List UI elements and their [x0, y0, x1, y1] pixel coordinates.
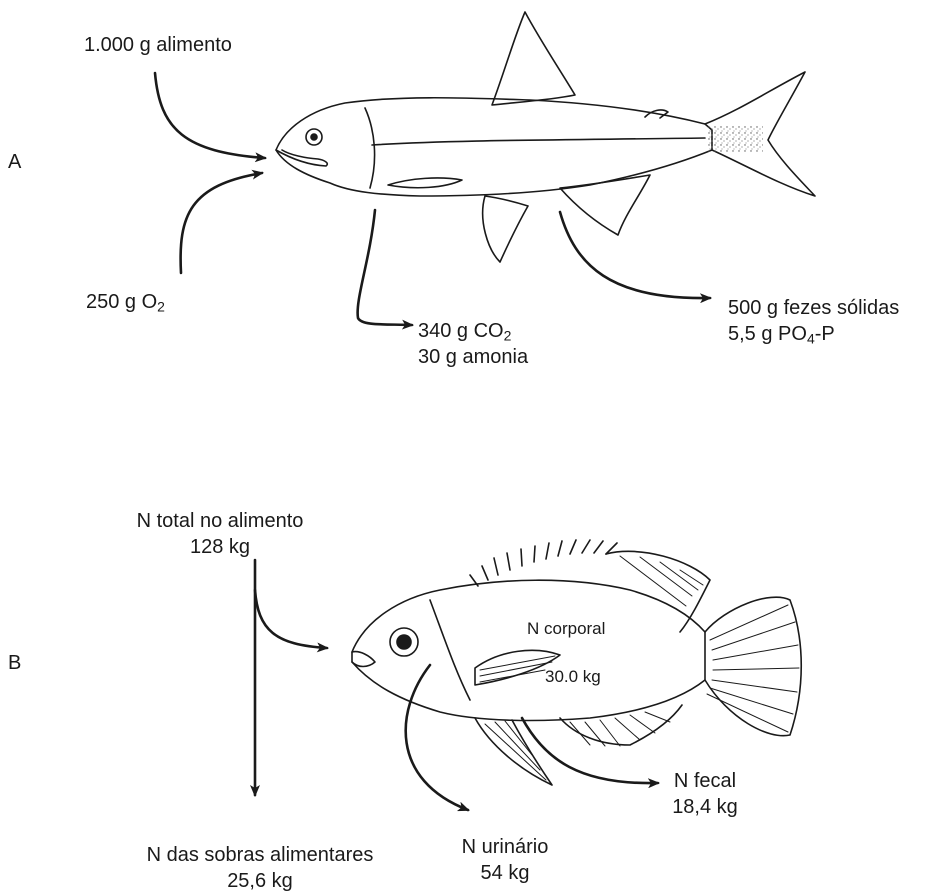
fish-a-gill-line	[365, 108, 375, 188]
fish-a-pectoral-fin	[388, 178, 462, 188]
fish-a-lateral-line	[372, 138, 705, 145]
arrow-oxygen-in	[181, 173, 262, 273]
total-n-label: N total no alimento 128 kg	[95, 508, 345, 560]
total-n-title: N total no alimento	[95, 508, 345, 534]
fish-b-gill-cover	[430, 600, 470, 700]
oxygen-input-label: 250 g O2	[86, 289, 165, 315]
arrow-food-in	[155, 73, 265, 158]
fish-a-tail-speckle	[707, 126, 763, 152]
fish-b-mouth	[352, 652, 375, 667]
leftover-n-value: 25,6 kg	[95, 868, 425, 894]
urinary-n-title: N urinário	[440, 834, 570, 860]
fecal-n-value: 18,4 kg	[640, 794, 770, 820]
food-input-label: 1.000 g alimento	[84, 32, 232, 58]
body-n-value: 30.0 kg	[545, 664, 601, 690]
body-n-title: N corporal	[527, 616, 605, 642]
phosphate-label: 5,5 g PO4-P	[728, 321, 835, 347]
fish-a-anal-fin	[560, 175, 650, 235]
fecal-n-title: N fecal	[640, 768, 770, 794]
fecal-n-label: N fecal 18,4 kg	[640, 768, 770, 820]
arrow-total-n-to-fish	[255, 590, 327, 648]
panel-a-arrows	[155, 73, 710, 325]
fish-b-caudal-fin	[705, 597, 801, 736]
urinary-n-value: 54 kg	[440, 860, 570, 886]
urinary-n-label: N urinário 54 kg	[440, 834, 570, 886]
fish-a-mouth	[276, 150, 327, 166]
fish-a-pelvic-fin	[483, 196, 528, 262]
feces-solids-label: 500 g fezes sólidas	[728, 295, 899, 321]
leftover-n-label: N das sobras alimentares 25,6 kg	[95, 842, 425, 894]
leftover-n-title: N das sobras alimentares	[95, 842, 425, 868]
panel-b-letter: B	[8, 650, 21, 676]
arrow-urinary-n	[406, 665, 468, 810]
fish-b-illustration	[352, 540, 801, 785]
fish-b-anal-fin	[560, 705, 682, 745]
panel-a-letter: A	[8, 149, 21, 175]
ammonia-output-label: 30 g amonia	[418, 344, 528, 370]
fish-b-soft-dorsal-fin	[606, 551, 710, 632]
fish-a-illustration	[276, 12, 815, 262]
arrow-respiration-out	[358, 210, 412, 325]
fish-b-dorsal-spines	[470, 540, 617, 586]
arrow-feces-out	[560, 212, 710, 298]
fish-a-dorsal-fin	[492, 12, 575, 105]
co2-output-label: 340 g CO2	[418, 318, 511, 344]
total-n-value: 128 kg	[95, 534, 345, 560]
